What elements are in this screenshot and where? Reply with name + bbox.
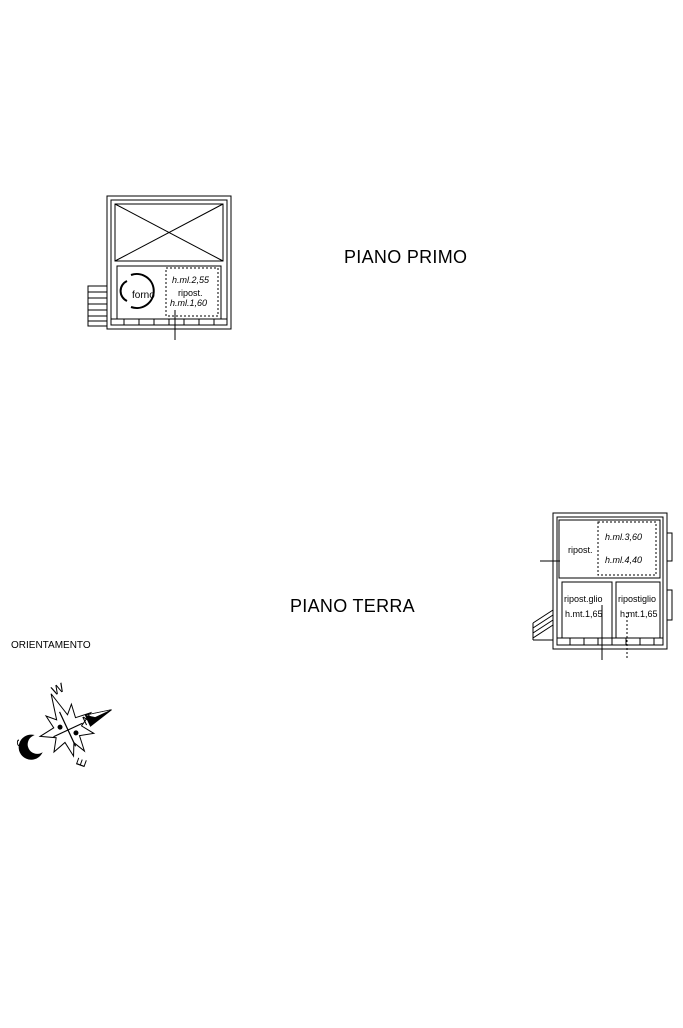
title-orientamento: ORIENTAMENTO [11,640,91,651]
title-piano-primo: PIANO PRIMO [344,247,467,267]
compass-label-s: S [14,737,30,747]
primo-forno-arc [130,273,155,309]
terra-room-left-height: h.mt.1,65 [565,609,603,619]
plan-terra [532,512,673,660]
terra-inner-wall [556,516,664,646]
primo-label-h2: h.ml.1,60 [170,298,207,308]
primo-dashed-area [165,267,219,317]
plan-primo [87,195,232,340]
primo-outer-wall [106,195,232,330]
primo-void-diagonal-2 [114,203,224,262]
terra-room-right-name: ripostiglio [618,594,656,604]
primo-void [114,203,224,262]
terra-stairs [532,609,554,641]
primo-stairs [87,285,108,327]
terra-dashed-area [597,521,657,576]
terra-top-room [558,519,661,579]
title-piano-terra: PIANO TERRA [290,596,415,616]
compass-crescent-icon [18,734,43,760]
compass-rose [18,693,112,760]
primo-label-h1: h.ml.2,55 [172,275,210,285]
primo-label-ripost: ripost. [178,288,203,298]
terra-room-left-name: ripost.glio [564,594,603,604]
terra-label-ripost: ripost. [568,545,593,555]
terra-outer-wall [552,512,668,650]
terra-room-right-height: h.mt.1,65 [620,609,658,619]
terra-label-h2: h.ml.4,40 [605,555,642,565]
primo-inner-wall [110,199,228,326]
compass-label-e: E [73,756,90,770]
terra-label-h1: h.ml.3,60 [605,532,642,542]
primo-label-forno: forno [132,290,155,301]
